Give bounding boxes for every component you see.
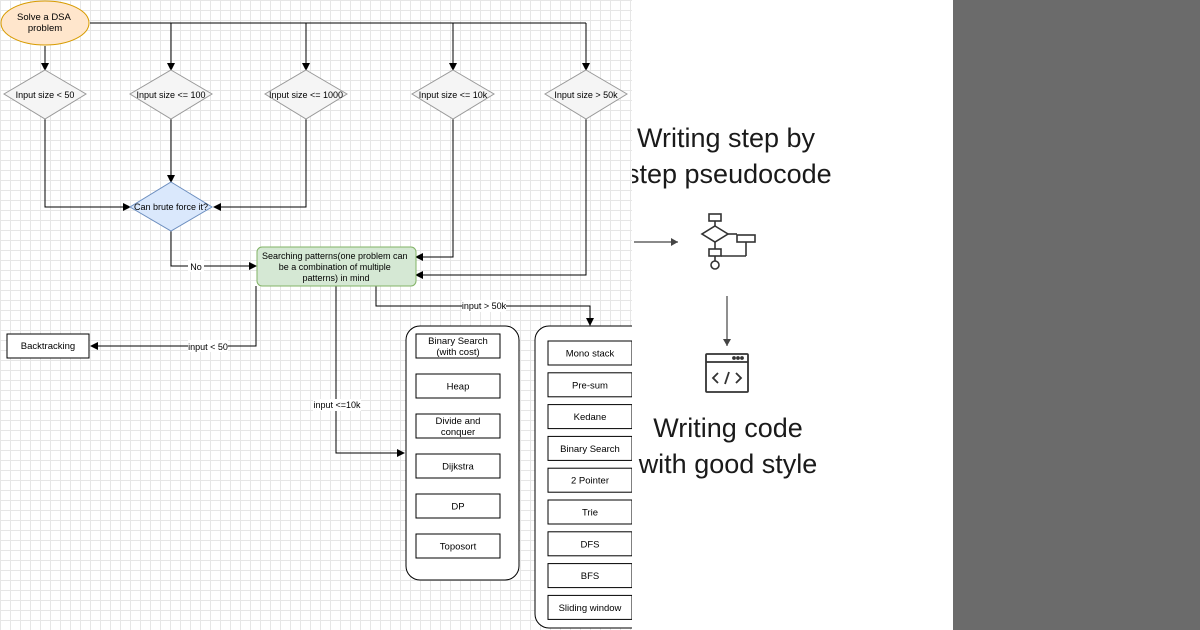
brute-force-node [129,181,213,232]
edge-search-group1 [335,286,405,457]
edge-c4-search [415,119,454,261]
pattern-box [415,493,501,519]
heading-line: step pseudocode [632,159,832,189]
pattern-label: 2 Pointer [571,476,609,487]
edge-brute-search [170,231,257,270]
pattern-box [415,533,501,559]
start-node [0,0,90,46]
edge-c1-brute [44,119,131,211]
start-node-label: Solve a DSA problem [17,12,73,34]
condition-node-le100 [129,69,213,120]
pattern-label: Trie [582,508,598,519]
pattern-label: Pre-sum [572,380,608,391]
pattern-box [547,563,633,589]
condition-node-le1000 [264,69,348,120]
brute-force-label: Can brute force it? [134,202,208,212]
heading-line: with good style [638,449,818,479]
pattern-label: Mono stack [566,349,615,360]
pattern-box [415,333,501,359]
heading-line: Writing step by [636,123,816,153]
edge-c3-brute [213,119,307,211]
edge-label-no: No [190,262,202,272]
edge-label-gt50k: input > 50k [462,301,507,311]
edge-label-lt50: input < 50 [188,342,228,352]
condition-label-le10k: Input size <= 10k [419,90,488,100]
pattern-box [547,594,633,620]
pattern-box [547,435,633,461]
edge-c5-search [415,119,587,279]
condition-node-lt50 [3,69,87,120]
condition-label-lt50: Input size < 50 [16,90,75,100]
pattern-label: DFS [581,539,600,550]
dark-side-panel [953,0,1200,630]
decorative-circle [953,0,1200,630]
condition-node-le10k [411,69,495,120]
pattern-box [547,467,633,493]
pattern-label: Toposort [440,542,477,553]
heading-pseudocode: Writing step by step pseudocode [632,120,832,192]
heading-code-style: Writing code with good style [632,410,832,482]
edge-labels: No input < 50 input <=10k input > 50k [188,260,507,411]
right-panel [632,0,953,630]
pattern-label: Binary Search(with cost) [428,336,488,358]
pattern-box [547,499,633,525]
flowchart-icon [700,213,756,270]
condition-label-gt50k: Input size > 50k [554,90,618,100]
right-diagram [634,213,756,393]
backtracking-node [6,333,90,359]
pattern-label: Binary Search [560,444,620,455]
pattern-label: Dijkstra [442,462,474,473]
pattern-box [415,413,501,439]
pattern-box [415,453,501,479]
pattern-label: Sliding window [559,603,622,614]
edges [41,22,594,457]
edge-label-le10k: input <=10k [313,400,361,410]
pattern-box [547,531,633,557]
backtracking-label: Backtracking [21,341,75,352]
condition-node-gt50k [544,69,628,120]
condition-label-le100: Input size <= 100 [136,90,205,100]
edge-search-backtracking [90,286,257,350]
searching-label: Searching patterns(one problem can be a … [262,251,410,283]
pattern-label: Heap [447,382,470,393]
code-window-icon [705,353,749,393]
pattern-box [415,373,501,399]
pattern-label: DP [451,502,464,513]
condition-nodes: Input size < 50 Input size <= 100 Input … [3,69,628,120]
condition-label-le1000: Input size <= 1000 [269,90,343,100]
pattern-label: BFS [581,571,599,582]
heading-line: Writing code [653,413,803,443]
searching-node [256,246,417,287]
pattern-label: Kedane [574,412,607,423]
